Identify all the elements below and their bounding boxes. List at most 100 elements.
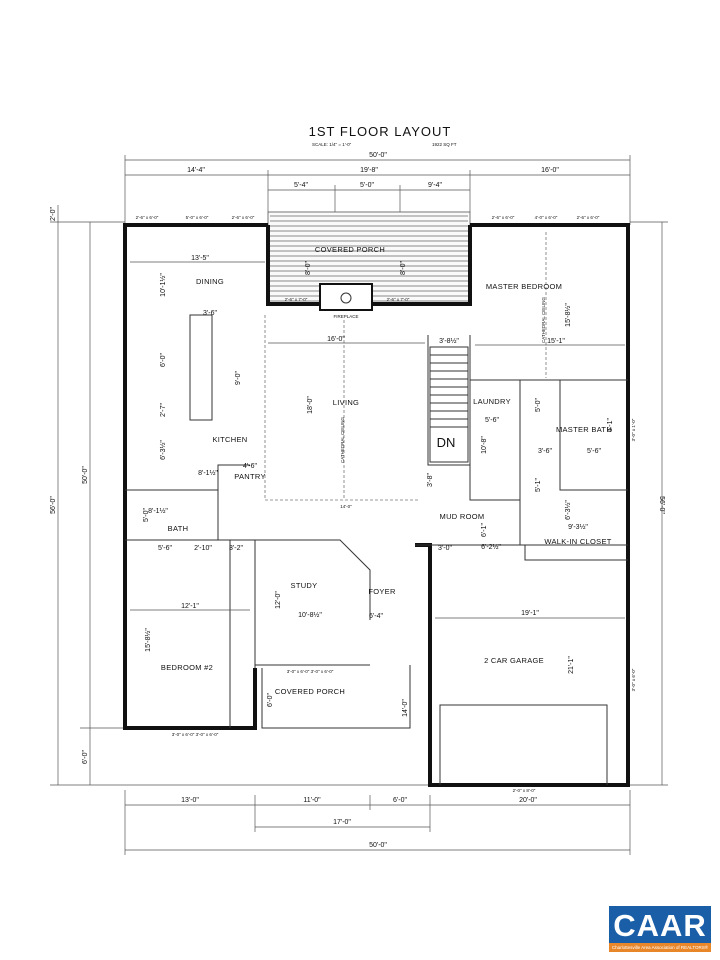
area-label: 1922 SQ FT (432, 142, 457, 147)
dim-living-w: 16'-0" (327, 336, 345, 343)
right-dimensions: 56'-0" (630, 221, 668, 786)
window-labels: 2'-6" x 6'-0" 5'-0" x 6'-0" 2'-6" x 6'-0… (136, 215, 636, 793)
dim-kitchen-a: 6'-0" (160, 353, 167, 367)
rear-covered-porch (267, 211, 471, 311)
dim-left-bottom: 6'-0" (82, 750, 89, 764)
dim-kitchen-c: 6'-3½" (159, 440, 167, 460)
dim-right-total: 56'-0" (658, 496, 665, 514)
top-dimensions: 50'-0" 14'-4" 19'-8" 16'-0" 5'-4" 5'-0" … (124, 152, 631, 225)
dim-porch-depth-a: 8'-0" (305, 261, 312, 275)
dim-porch-depth-b: 8'-0" (400, 261, 407, 275)
window-label: 2'-0" x 8'-0" (513, 788, 536, 793)
window-label: 4'-0" x 6'-0" (535, 215, 558, 220)
dim-front-porch-d: 14'-0" (402, 699, 409, 717)
label-walk-in-closet: WALK-IN CLOSET (544, 537, 611, 546)
dim-mbath-c: 5'-0" (535, 398, 542, 412)
dim-mud-a: 3'-0" (438, 545, 452, 552)
dim-bottom-d: 20'-0" (519, 797, 537, 804)
dim-porch-c: 9'-4" (428, 182, 442, 189)
label-master-bedroom: MASTER BEDROOM (486, 282, 562, 291)
dim-bath-w: 8'-1½" (148, 507, 168, 515)
label-stairs-down: DN (437, 435, 456, 450)
window-label: 5'-0" x 6'-0" (186, 215, 209, 220)
dim-bottom-total: 50'-0" (369, 842, 387, 849)
dim-garage-h: 21'-1" (568, 656, 575, 674)
window-label: 3'-0" x 1'-0" (631, 418, 636, 441)
window-label: 2'-6" x 6'-0" (136, 215, 159, 220)
dim-mbath-a: 3'-6" (538, 448, 552, 455)
label-mud-room: MUD ROOM (440, 512, 485, 521)
dim-island-w: 3'-6" (203, 310, 217, 317)
label-foyer: FOYER (368, 587, 396, 596)
label-master-bath: MASTER BATH (556, 425, 612, 434)
dim-dining-w: 13'-5" (191, 255, 209, 262)
label-laundry: LAUNDRY (473, 397, 511, 406)
dim-kitchen-b: 2'-7" (160, 403, 167, 417)
window-label: 2'-6" x 6'-0" (232, 215, 255, 220)
logo-subtitle: Charlottesville Area Association of REAL… (609, 943, 711, 952)
label-living: LIVING (333, 398, 359, 407)
dim-top-mid: 19'-8" (360, 167, 378, 174)
dim-mbath-b: 5'-6" (587, 448, 601, 455)
interior-walls (125, 232, 628, 785)
dim-stair-w: 3'-8½" (439, 337, 459, 345)
label-kitchen: KITCHEN (212, 435, 247, 444)
scale-label: SCALE: 1/4" = 1'-0" (312, 142, 352, 147)
dim-bottom-mid: 17'-0" (333, 819, 351, 826)
plan-title: 1ST FLOOR LAYOUT (309, 124, 452, 139)
window-label: 3'-0" x 6'-0" 3'-0" x 6'-0" (287, 669, 334, 674)
bottom-dimensions: 13'-0" 11'-0" 6'-0" 20'-0" 17'-0" 50'-0" (124, 790, 631, 855)
dim-mbath-e: 6'-1" (607, 418, 614, 432)
label-fireplace: FIREPLACE (333, 314, 358, 319)
dim-island-h: 9'-0" (235, 371, 242, 385)
dim-laundry-w: 5'-6" (485, 417, 499, 424)
dim-kitchen-d: 8'-1½" (198, 469, 218, 477)
dim-master-h: 15'-8½" (564, 303, 572, 327)
left-dimensions: 2'-0" 50'-0" 56'-0" 6'-0" (50, 205, 430, 786)
dim-mbath-d: 5'-1" (535, 478, 542, 492)
window-label: 3'-0" x 6'-0" 3'-0" x 6'-0" (172, 732, 219, 737)
label-dining: DINING (196, 277, 224, 286)
window-label: 2'-6" x 6'-0" (577, 215, 600, 220)
window-label: 2'-6" x 7'-0" (387, 297, 410, 302)
dim-left-main: 50'-0" (82, 466, 89, 484)
dim-top-right: 16'-0" (541, 167, 559, 174)
label-pantry: PANTRY (234, 472, 266, 481)
dim-left-porch: 2'-0" (50, 207, 57, 221)
dim-bottom-b: 11'-0" (303, 797, 321, 804)
logo-text: CAAR (613, 908, 707, 943)
dim-bedroom2-h: 15'-8½" (144, 628, 152, 652)
dim-study-w: 10'-8½" (298, 611, 322, 619)
label-study: STUDY (291, 581, 318, 590)
dim-living-d: 14'-0" (340, 504, 352, 509)
dim-bath-h: 5'-0" (143, 508, 150, 522)
kitchen-island (189, 314, 213, 421)
window-label: 3'-0" x 6'-0" (631, 668, 636, 691)
label-bath: BATH (168, 524, 189, 533)
dim-hall-a: 5'-6" (158, 545, 172, 552)
label-cathedral-living: CATHEDRAL CEILING (340, 416, 345, 463)
dim-bottom-a: 13'-0" (181, 797, 199, 804)
label-bedroom-2: BEDROOM #2 (161, 663, 213, 672)
dim-left-total: 56'-0" (50, 496, 57, 514)
window-label: 2'-6" x 6'-0" (492, 215, 515, 220)
dim-front-porch-h: 6'-0" (267, 693, 274, 707)
label-cathedral-master: CATHEDRAL CEILING (541, 296, 546, 343)
dim-mud-b: 6'-1" (481, 523, 488, 537)
dim-porch-b: 5'-0" (360, 182, 374, 189)
label-covered-porch-front: COVERED PORCH (275, 687, 345, 696)
label-garage: 2 CAR GARAGE (484, 656, 544, 665)
dim-study-h: 12'-0" (275, 591, 282, 609)
dim-garage-w: 19'-1" (521, 610, 539, 617)
dim-top-left: 14'-4" (187, 167, 205, 174)
window-label: 2'-6" x 7'-0" (285, 297, 308, 302)
dim-hall-c: 3'-2" (229, 545, 243, 552)
dim-foyer-w: 6'-4" (369, 613, 383, 620)
dim-closet-w: 9'-3½" (568, 523, 588, 531)
exterior-walls (123, 223, 630, 787)
dim-pantry-w: 4'-6" (243, 463, 257, 470)
dim-closet-h: 6'-3½" (564, 500, 572, 520)
dim-bottom-c: 6'-0" (393, 797, 407, 804)
room-labels: COVERED PORCH FIREPLACE DINING KITCHEN P… (161, 245, 612, 696)
